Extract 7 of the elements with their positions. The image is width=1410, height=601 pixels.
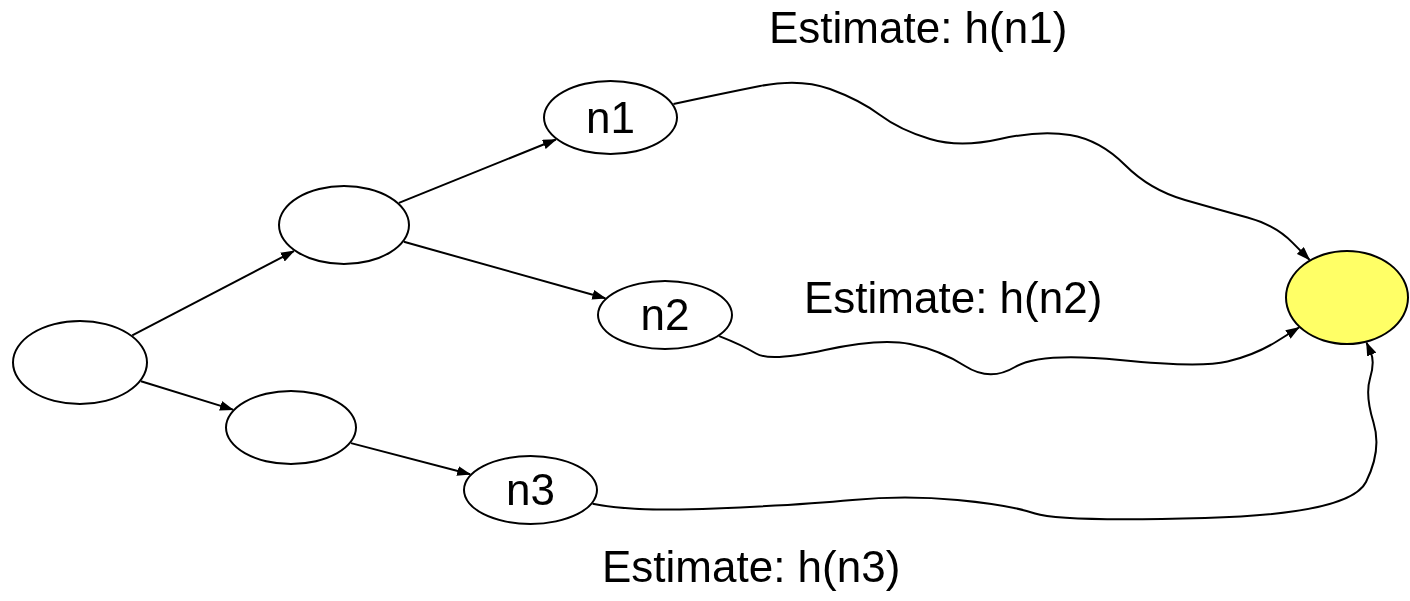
arrow [131,250,295,337]
node-label: n1 [586,95,635,140]
arrow [140,380,234,411]
node-label: n3 [506,468,555,512]
arrow [397,138,557,204]
node-label: n2 [640,293,690,337]
arrow [718,326,1300,376]
